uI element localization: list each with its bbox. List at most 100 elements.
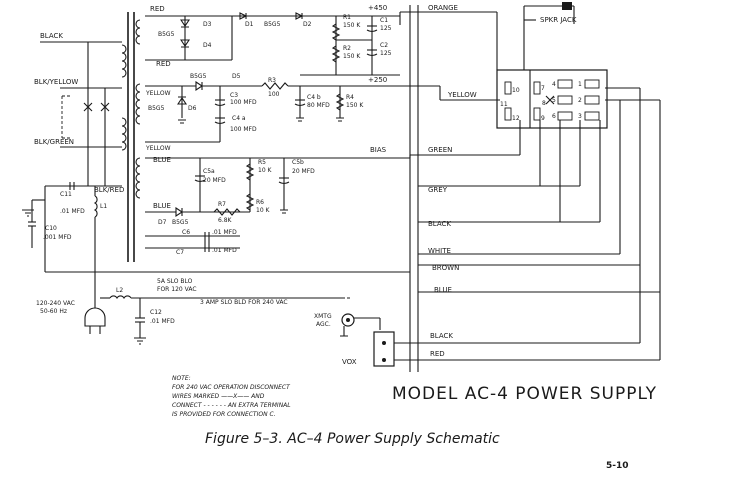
d4-label: D4: [203, 42, 212, 49]
fuse-120-label: 5A SLO BLO: [157, 278, 193, 285]
pin-9: 9: [541, 115, 545, 122]
wire-blk-yellow-label: BLK/YELLOW: [34, 78, 78, 86]
b5g5-series-label: B5G5: [264, 21, 281, 28]
pin-12: 12: [512, 115, 520, 122]
c1-value: 125: [380, 25, 392, 32]
wire-yellow-out-label: YELLOW: [447, 91, 477, 99]
c2-label: C2: [380, 42, 388, 49]
note-line-3: CONNECT - - - - - - AN EXTRA TERMINAL: [172, 402, 291, 409]
b5g5-d7-label: B5G5: [172, 219, 189, 226]
c12-value: .01 MFD: [150, 318, 175, 325]
hv-rectifier: [145, 11, 493, 76]
ac-input-label: 120-240 VAC: [36, 300, 75, 307]
pin-5: 5: [552, 97, 556, 104]
agc-jack: [340, 313, 381, 337]
bias-supply: [145, 154, 520, 252]
pin-6: 6: [552, 113, 556, 120]
ac-input-freq-label: 50-60 Hz: [40, 308, 67, 315]
fuse-120-sub-label: FOR 120 VAC: [157, 286, 197, 293]
c7-label: C7: [176, 249, 184, 256]
c7-value: .01 MFD: [212, 247, 237, 254]
c10-label: C10: [45, 225, 57, 232]
c4a-value: 100 MFD: [230, 126, 257, 133]
wire-blue-out-label: BLUE: [434, 286, 452, 294]
pin-8: 8: [542, 100, 546, 107]
c3-value: 100 MFD: [230, 99, 257, 106]
c3-label: C3: [230, 92, 238, 99]
d3-label: D3: [203, 21, 212, 28]
note-line-4: IS PROVIDED FOR CONNECTION C.: [172, 411, 276, 418]
speaker-jack-label: SPKR JACK: [540, 16, 577, 24]
c11-value: .01 MFD: [60, 208, 85, 215]
ac-input-section: [84, 272, 350, 345]
note-line-2: WIRES MARKED ——X—— AND: [172, 393, 265, 400]
primary-wiring: [22, 41, 410, 273]
wire-blue-upper-label: BLUE: [153, 156, 171, 164]
xmtg-label: XMTG: [314, 313, 332, 320]
wire-blue-lower-label: BLUE: [153, 202, 171, 210]
pin-3: 3: [578, 113, 582, 120]
wire-blk-red-label: BLK/RED: [94, 186, 124, 194]
r2-value: 150 K: [343, 53, 361, 60]
note-line-1: FOR 240 VAC OPERATION DISCONNECT: [172, 384, 291, 391]
wire-orange-label: ORANGE: [428, 4, 458, 12]
c4b-label: C4 b: [307, 94, 321, 101]
d6-label: D6: [188, 105, 197, 112]
fuse-240-label: 3 AMP SLO BLD FOR 240 VAC: [200, 299, 288, 306]
r6-value: 10 K: [256, 207, 271, 214]
wire-black-label: BLACK: [40, 32, 63, 40]
c5a-value: 20 MFD: [203, 177, 226, 184]
wire-black-out-label: BLACK: [428, 220, 451, 228]
pin-11: 11: [500, 101, 508, 108]
c4a-label: C4 a: [232, 115, 246, 122]
wire-red-lower-label: RED: [430, 350, 445, 358]
r2-label: R2: [343, 45, 351, 52]
c12-label: C12: [150, 309, 162, 316]
b5g5-d5-label: B5G5: [190, 73, 207, 80]
r5-value: 10 K: [258, 167, 273, 174]
vox-connector: [373, 331, 420, 367]
wire-yellow-label: YELLOW: [145, 90, 171, 97]
d2-label: D2: [303, 21, 312, 28]
voltage-250-label: +250: [368, 76, 387, 84]
connector-block: [496, 69, 608, 129]
bias-label: BIAS: [370, 146, 387, 154]
c4b-value: 80 MFD: [307, 102, 330, 109]
c1-label: C1: [380, 17, 388, 24]
agc-label: AGC.: [316, 321, 331, 328]
r3-value: 100: [268, 91, 280, 98]
c10-value: .001 MFD: [43, 234, 72, 241]
wire-red-top-label: RED: [150, 5, 165, 13]
r3-label: R3: [268, 77, 276, 84]
pin-2: 2: [578, 97, 582, 104]
r7-label: R7: [218, 201, 226, 208]
note-heading: NOTE:: [172, 375, 191, 382]
d5-label: D5: [232, 73, 241, 80]
l1-label: L1: [100, 203, 107, 210]
pin-10: 10: [512, 87, 520, 94]
r6-label: R6: [256, 199, 264, 206]
r4-value: 150 K: [346, 102, 364, 109]
wire-red-bottom-label: RED: [156, 60, 171, 68]
c5a-label: C5a: [203, 168, 215, 175]
lv-rectifier: [145, 80, 500, 143]
d7-label: D7: [158, 219, 167, 226]
c2-value: 125: [380, 50, 392, 57]
r1-value: 150 K: [343, 22, 361, 29]
wire-white-label: WHITE: [428, 247, 451, 255]
wire-green-label: GREEN: [428, 146, 452, 154]
pin-4: 4: [552, 81, 556, 88]
figure-caption: Figure 5–3. AC–4 Power Supply Schematic: [205, 431, 500, 447]
wire-grey-label: GREY: [428, 186, 448, 194]
c5b-value: 20 MFD: [292, 168, 315, 175]
wire-yellow-low-label: YELLOW: [145, 145, 171, 152]
power-transformer: [121, 12, 141, 262]
r4-label: R4: [346, 94, 354, 101]
pin-7: 7: [541, 85, 545, 92]
wire-black-lower-label: BLACK: [430, 332, 453, 340]
c5b-label: C5b: [292, 159, 304, 166]
r5-label: R5: [258, 159, 266, 166]
r7-value: 6.8K: [218, 217, 233, 224]
harness-wires: [418, 11, 661, 361]
